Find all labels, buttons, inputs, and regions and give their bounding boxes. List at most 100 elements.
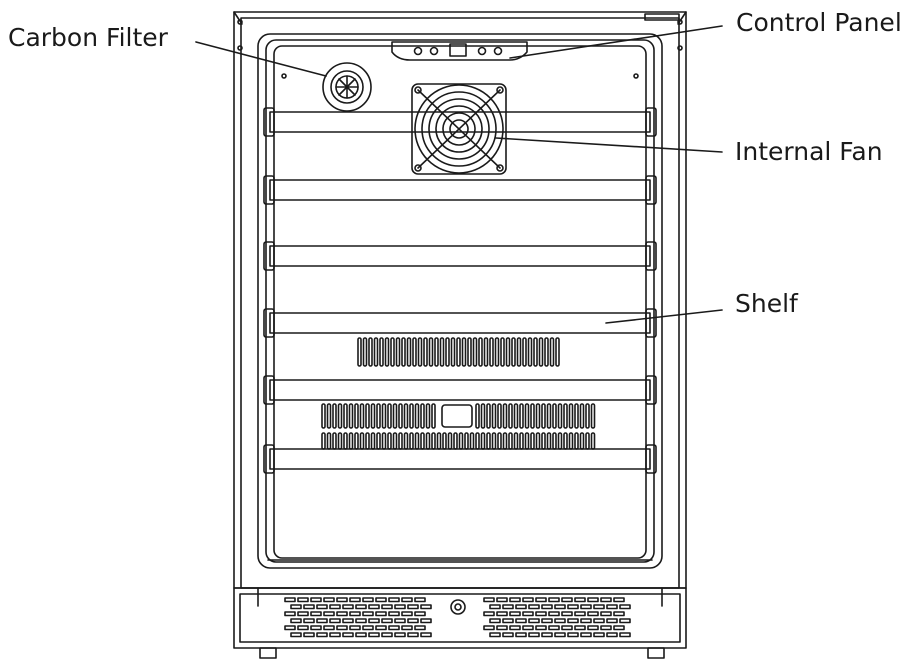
- grille-slot: [522, 611, 534, 617]
- grille-slot: [535, 597, 547, 603]
- grille-slot: [509, 611, 521, 617]
- grille-slot: [619, 632, 631, 638]
- vent-slot: [403, 403, 409, 429]
- grille-slot: [554, 632, 566, 638]
- grille-slot: [593, 604, 605, 610]
- grille-slot: [548, 597, 560, 603]
- vent-slot: [384, 337, 390, 367]
- vent-slot: [502, 432, 508, 450]
- vent-slot: [420, 432, 425, 450]
- vent-slot: [557, 432, 563, 450]
- grille-slot: [606, 618, 618, 624]
- vent-slot: [381, 403, 387, 429]
- grille-slot: [593, 632, 605, 638]
- grille-slot: [349, 597, 361, 603]
- vent-slot: [387, 432, 392, 450]
- vent-slot: [579, 432, 585, 450]
- grille-slot: [290, 604, 302, 610]
- grille-slot: [368, 632, 380, 638]
- vent-slot: [362, 337, 368, 367]
- grille-slot: [342, 604, 354, 610]
- vent-slot: [392, 403, 398, 429]
- vent-slot: [522, 337, 527, 367]
- grille-slot: [394, 604, 406, 610]
- vent-slot: [379, 337, 384, 367]
- grille-slot: [303, 618, 315, 624]
- grille-slot: [541, 618, 553, 624]
- control-panel-label: Control Panel: [736, 8, 902, 37]
- vent-slot: [472, 337, 478, 367]
- vent-slot: [491, 432, 497, 450]
- grille-slot: [580, 632, 592, 638]
- grille-slot: [522, 625, 534, 631]
- grille-slot: [619, 604, 631, 610]
- vent-slot: [585, 403, 590, 429]
- grille-slot: [613, 625, 625, 631]
- grille-slot: [483, 625, 495, 631]
- vent-slot: [552, 432, 557, 450]
- grille-slot: [355, 632, 367, 638]
- vent-slot: [568, 403, 574, 429]
- grille-slot: [394, 632, 406, 638]
- inner-liner: [257, 33, 663, 569]
- grille-slot: [587, 625, 599, 631]
- internal-fan-label: Internal Fan: [735, 137, 883, 166]
- vent-slot: [332, 432, 337, 450]
- vent-slot: [549, 337, 555, 367]
- vent-slot: [368, 337, 373, 367]
- vent-slot: [486, 432, 491, 450]
- vent-slot: [535, 403, 541, 429]
- grille-slot: [587, 611, 599, 617]
- grille-slot: [522, 597, 534, 603]
- vent-slot: [533, 337, 538, 367]
- vent-slot: [326, 403, 332, 429]
- grille-slot: [580, 604, 592, 610]
- grille-slot: [483, 597, 495, 603]
- grille-slot: [323, 597, 335, 603]
- vent-slot: [395, 337, 401, 367]
- vent-slot: [541, 403, 546, 429]
- grille-slot: [368, 604, 380, 610]
- grille-slot: [548, 625, 560, 631]
- grille-slot: [316, 632, 328, 638]
- grille-slot: [297, 625, 309, 631]
- grille-slot: [561, 597, 573, 603]
- grille-slot: [342, 618, 354, 624]
- grille-slot: [303, 632, 315, 638]
- vent-slot: [557, 403, 563, 429]
- vent-slot: [511, 337, 516, 367]
- grille-slot: [420, 632, 432, 638]
- vent-slot: [442, 432, 447, 450]
- vent-slot: [398, 403, 403, 429]
- grille-slots-right: [483, 597, 631, 638]
- grille-slot: [407, 632, 419, 638]
- vent-slot: [585, 432, 590, 450]
- grille-slot: [381, 618, 393, 624]
- vent-slot: [464, 432, 469, 450]
- vent-slot: [326, 432, 332, 450]
- grille-slot: [489, 604, 501, 610]
- rear-vent-upper: [357, 337, 560, 367]
- vent-slot: [406, 337, 412, 367]
- grille-slot: [567, 604, 579, 610]
- vent-slot: [423, 337, 428, 367]
- grille-slots-left: [284, 597, 432, 638]
- vent-slot: [357, 337, 362, 367]
- grille-slot: [606, 632, 618, 638]
- vent-slot: [425, 403, 431, 429]
- vent-slot: [480, 403, 486, 429]
- grille-slot: [297, 597, 309, 603]
- grille-slot: [401, 625, 413, 631]
- vent-slot: [538, 337, 544, 367]
- vent-slot: [552, 403, 557, 429]
- grille-slot: [541, 604, 553, 610]
- grille-slot: [316, 618, 328, 624]
- grille-slot: [362, 597, 374, 603]
- grille-slot: [515, 618, 527, 624]
- grille-slot: [535, 625, 547, 631]
- vent-slot: [502, 403, 508, 429]
- vent-slot: [365, 432, 370, 450]
- vent-slot: [321, 432, 326, 450]
- grille-slot: [483, 611, 495, 617]
- grille-slot: [548, 611, 560, 617]
